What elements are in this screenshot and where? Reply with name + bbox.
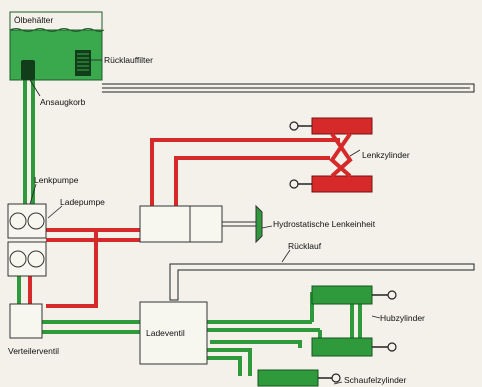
bucket-cylinder bbox=[257, 369, 341, 387]
hydrostatic-steering-unit-label: Hydrostatische Lenkeinheit bbox=[273, 219, 376, 229]
loader-valve-label: Ladeventil bbox=[146, 328, 185, 338]
return-lines bbox=[102, 83, 475, 301]
return-filter-label: Rücklauffilter bbox=[104, 55, 153, 65]
red-lines bbox=[28, 138, 340, 308]
green-lines bbox=[17, 78, 362, 376]
oil-tank bbox=[9, 11, 105, 81]
distributor-valve-box bbox=[9, 303, 43, 339]
distributor-valve-label: Verteilerventil bbox=[8, 346, 60, 356]
bucket-cylinder-label: Schaufelzylinder bbox=[344, 375, 407, 385]
hydrostatic-unit bbox=[139, 204, 263, 244]
tank-label: Ölbehälter bbox=[14, 15, 54, 25]
loader-valve-box bbox=[139, 301, 208, 365]
steering-pump-label: Lenkpumpe bbox=[34, 175, 79, 185]
lift-cylinder-label: Hubzylinder bbox=[380, 313, 425, 323]
return-line-label: Rücklauf bbox=[288, 241, 322, 251]
pump-stack bbox=[7, 203, 47, 277]
steering-cylinders bbox=[289, 117, 373, 193]
lift-cylinders bbox=[311, 285, 397, 357]
steering-cylinder-label: Lenkzylinder bbox=[362, 150, 410, 160]
suction-strainer-label: Ansaugkorb bbox=[40, 97, 86, 107]
leader-lines bbox=[29, 59, 381, 385]
loader-pump-label: Ladepumpe bbox=[60, 197, 105, 207]
